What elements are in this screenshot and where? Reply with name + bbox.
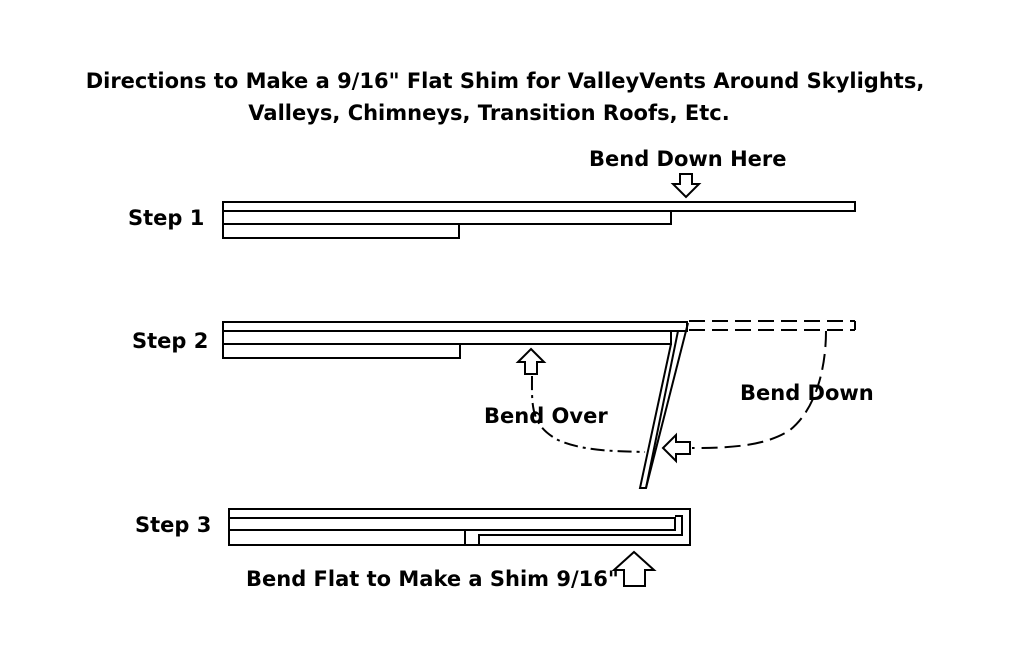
step-2-middle-sheet bbox=[222, 330, 672, 345]
step-2-up-arrow-icon bbox=[515, 347, 547, 375]
step-1-top-sheet bbox=[222, 201, 856, 212]
step-1-bend-down-here-label: Bend Down Here bbox=[589, 147, 786, 171]
title-line-2: Valleys, Chimneys, Transition Roofs, Etc… bbox=[248, 101, 729, 125]
step-2: Step 2 Bend Over Bend Down bbox=[132, 320, 874, 489]
step-3-up-arrow-icon bbox=[611, 550, 657, 587]
step-2-label: Step 2 bbox=[132, 329, 208, 353]
step-1-middle-sheet bbox=[222, 210, 672, 225]
title-line-1: Directions to Make a 9/16" Flat Shim for… bbox=[86, 69, 925, 93]
step-3-fold-return bbox=[478, 515, 683, 545]
step-1-bottom-sheet bbox=[222, 223, 460, 239]
step-2-bottom-sheet bbox=[222, 343, 461, 359]
step-2-bend-over-curve bbox=[530, 375, 646, 453]
step-2-bend-down-label: Bend Down bbox=[740, 381, 874, 405]
step-3-middle-sheet bbox=[228, 517, 676, 531]
step-2-bent-flap bbox=[638, 330, 679, 489]
step-2-bent-flap-outer bbox=[645, 322, 689, 489]
step-2-top-sheet bbox=[222, 321, 688, 332]
step-2-left-arrow-icon bbox=[661, 432, 691, 464]
step-3-label: Step 3 bbox=[135, 513, 211, 537]
step-2-bend-down-curve bbox=[691, 330, 827, 449]
step-1-down-arrow-icon bbox=[670, 173, 702, 199]
step-1: Step 1 Bend Down Here bbox=[128, 147, 856, 239]
step-2-bend-over-label: Bend Over bbox=[484, 404, 608, 428]
step-3-outer-sheet bbox=[228, 508, 691, 546]
step-3: Step 3 Bend Flat to Make a Shim 9/16" bbox=[135, 508, 691, 591]
step-1-label: Step 1 bbox=[128, 206, 204, 230]
step-3-bend-flat-label: Bend Flat to Make a Shim 9/16" bbox=[246, 567, 619, 591]
